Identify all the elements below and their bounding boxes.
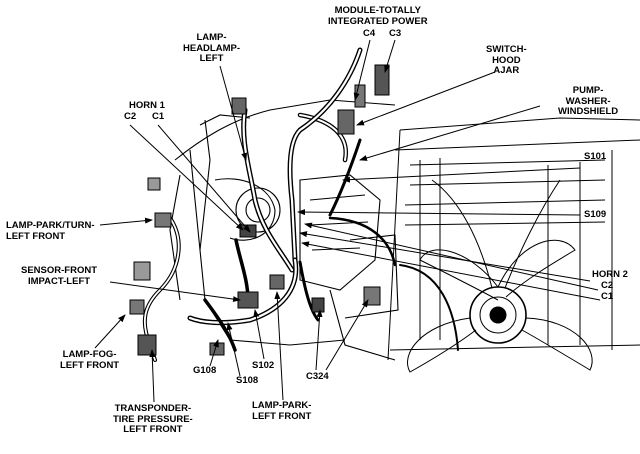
label-module-c3: C3 <box>389 28 402 39</box>
label-line: IMPACT-LEFT <box>27 275 91 287</box>
leader-lines <box>94 39 601 403</box>
label-line: HEADLAMP- <box>183 42 240 54</box>
label-pump-washer-windshield: PUMP- WASHER- WINDSHIELD <box>558 85 619 118</box>
label-horn-1-c1: C1 <box>152 111 165 122</box>
label-lamp-park-turn-left-front: LAMP-PARK/TURN- LEFT FRONT <box>6 220 95 242</box>
label-horn-1-c2: C2 <box>124 111 137 122</box>
wiring-harness <box>142 47 459 362</box>
label-line: LEFT <box>199 53 224 64</box>
label-lamp-park-left-front: LAMP-PARK- LEFT FRONT <box>252 400 312 422</box>
label-line: LAMP- <box>196 32 227 43</box>
label-line: PUMP- <box>572 85 604 96</box>
label-line: TIRE PRESSURE- <box>113 413 193 425</box>
label-c324: C324 <box>306 371 329 382</box>
label-transponder-tire-pressure-left-front: TRANSPONDER- TIRE PRESSURE- LEFT FRONT <box>113 403 193 436</box>
label-line: LAMP-PARK/TURN- <box>6 220 95 231</box>
label-line: SWITCH- <box>486 44 527 55</box>
label-s101: S101 <box>584 151 607 162</box>
label-horn-2-c2: C2 <box>601 280 614 291</box>
label-line: LAMP-PARK- <box>252 400 312 411</box>
label-switch-hood-ajar: SWITCH- HOOD AJAR <box>486 44 527 77</box>
label-module-totally-integrated-power: MODULE-TOTALLY INTEGRATED POWER <box>328 5 428 27</box>
label-horn-1: HORN 1 <box>129 100 165 111</box>
label-line: LEFT FRONT <box>6 230 66 242</box>
label-line: SENSOR-FRONT <box>21 265 97 276</box>
label-sensor-front-impact-left: SENSOR-FRONT IMPACT-LEFT <box>21 265 97 287</box>
label-line: LEFT FRONT <box>60 359 120 371</box>
label-lamp-fog-left-front: LAMP-FOG- LEFT FRONT <box>60 349 120 371</box>
label-s102: S102 <box>252 360 275 371</box>
label-horn-2: HORN 2 <box>592 269 628 280</box>
label-line: TRANSPONDER- <box>114 403 192 414</box>
label-module-c4: C4 <box>363 28 376 39</box>
label-line: LAMP-FOG- <box>62 349 117 360</box>
label-lamp-headlamp-left: LAMP- HEADLAMP- LEFT <box>183 32 240 65</box>
label-line: HOOD <box>492 54 521 66</box>
label-line: LEFT FRONT <box>252 410 312 422</box>
label-line: MODULE-TOTALLY <box>334 5 421 16</box>
label-line: AJAR <box>493 65 520 76</box>
label-horn-2-c1: C1 <box>601 291 614 302</box>
label-s108: S108 <box>236 375 259 386</box>
radiator-fan-shroud <box>387 117 640 373</box>
label-g108: G108 <box>193 365 217 376</box>
label-line: INTEGRATED POWER <box>328 15 428 27</box>
label-s109: S109 <box>584 209 607 220</box>
label-line: WASHER- <box>565 95 611 107</box>
label-line: LEFT FRONT <box>123 424 183 435</box>
label-line: WINDSHIELD <box>558 106 619 117</box>
